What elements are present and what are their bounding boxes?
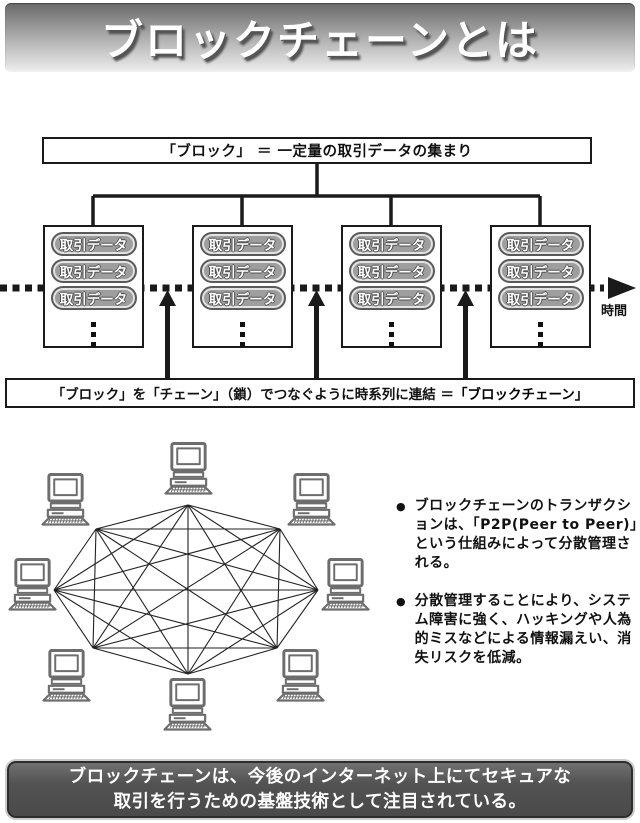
- chain-definition-box: 「ブロック」を「チェーン」（鎖）でつなぐように時系列に連結 ＝ 「ブロックチェー…: [5, 378, 635, 408]
- p2p-mesh: [53, 504, 319, 675]
- ellipsis-dots: [538, 322, 543, 347]
- chain-up-arrow: [308, 290, 325, 379]
- transaction-pill: 取引データ: [199, 232, 286, 256]
- block-definition-box: 「ブロック」 ＝ 一定量の取引データの集まり: [42, 137, 592, 164]
- bullet-item: ● 分散管理することにより、システム障害に強く、ハッキングや人為的ミスなどによる…: [396, 592, 640, 668]
- block-definition-text: 「ブロック」 ＝ 一定量の取引データの集まり: [161, 144, 473, 160]
- bullet-item: ● ブロックチェーンのトランザクションは、「P2P(Peer to Peer)」…: [396, 497, 640, 573]
- transaction-pill: 取引データ: [50, 232, 137, 256]
- transaction-pill: 取引データ: [348, 286, 435, 310]
- computer-icon: [41, 473, 90, 526]
- ellipsis-dots: [91, 322, 96, 347]
- chain-up-arrow: [457, 290, 474, 379]
- blockchain-block: 取引データ 取引データ 取引データ: [490, 225, 591, 348]
- tree-connector-line: [91, 163, 542, 226]
- blockchain-block: 取引データ 取引データ 取引データ: [43, 225, 144, 348]
- bullet-list: ● ブロックチェーンのトランザクションは、「P2P(Peer to Peer)」…: [396, 497, 640, 687]
- computer-icon: [164, 442, 213, 495]
- computer-icon: [276, 649, 325, 702]
- transaction-pill: 取引データ: [348, 232, 435, 256]
- transaction-pill: 取引データ: [497, 286, 584, 310]
- blockchain-block: 取引データ 取引データ 取引データ: [341, 225, 442, 348]
- footer-text-line1: ブロックチェーンは、今後のインターネット上にてセキュアな: [68, 766, 572, 787]
- computer-icon: [163, 678, 212, 731]
- computer-icon: [321, 558, 370, 611]
- header-banner: ブロックチェーンとは: [5, 3, 635, 72]
- ellipsis-dots: [240, 322, 245, 347]
- transaction-pill: 取引データ: [348, 259, 435, 283]
- ellipsis-dots: [389, 322, 394, 347]
- footer-banner: ブロックチェーンは、今後のインターネット上にてセキュアな 取引を行うための基盤技…: [7, 761, 633, 818]
- bullet-icon: ●: [396, 595, 406, 608]
- transaction-pill: 取引データ: [50, 286, 137, 310]
- footer-text-line2: 取引を行うための基盤技術として注目されている。: [113, 791, 527, 812]
- time-label: 時間: [601, 304, 628, 319]
- transaction-pill: 取引データ: [497, 232, 584, 256]
- bullet-text: 分散管理することにより、システム障害に強く、ハッキングや人為的ミスなどによる情報…: [414, 593, 632, 666]
- chain-up-arrow: [159, 290, 176, 379]
- chain-definition-text: 「ブロック」を「チェーン」（鎖）でつなぐように時系列に連結 ＝: [51, 387, 454, 403]
- blockchain-term: 「ブロックチェーン」: [453, 387, 589, 403]
- transaction-pill: 取引データ: [199, 286, 286, 310]
- blockchain-block: 取引データ 取引データ 取引データ: [192, 225, 293, 348]
- bullet-icon: ●: [396, 500, 406, 513]
- computer-icon: [287, 473, 336, 526]
- computer-icon: [42, 649, 91, 702]
- transaction-pill: 取引データ: [50, 259, 137, 283]
- block-diagram-lines: [0, 163, 636, 379]
- computer-icon: [8, 558, 57, 611]
- page-title: ブロックチェーンとは: [101, 16, 539, 65]
- p2p-network-diagram: [8, 442, 370, 731]
- transaction-pill: 取引データ: [199, 259, 286, 283]
- bullet-text: ブロックチェーンのトランザクションは、「P2P(Peer to Peer)」とい…: [414, 498, 638, 571]
- transaction-pill: 取引データ: [497, 259, 584, 283]
